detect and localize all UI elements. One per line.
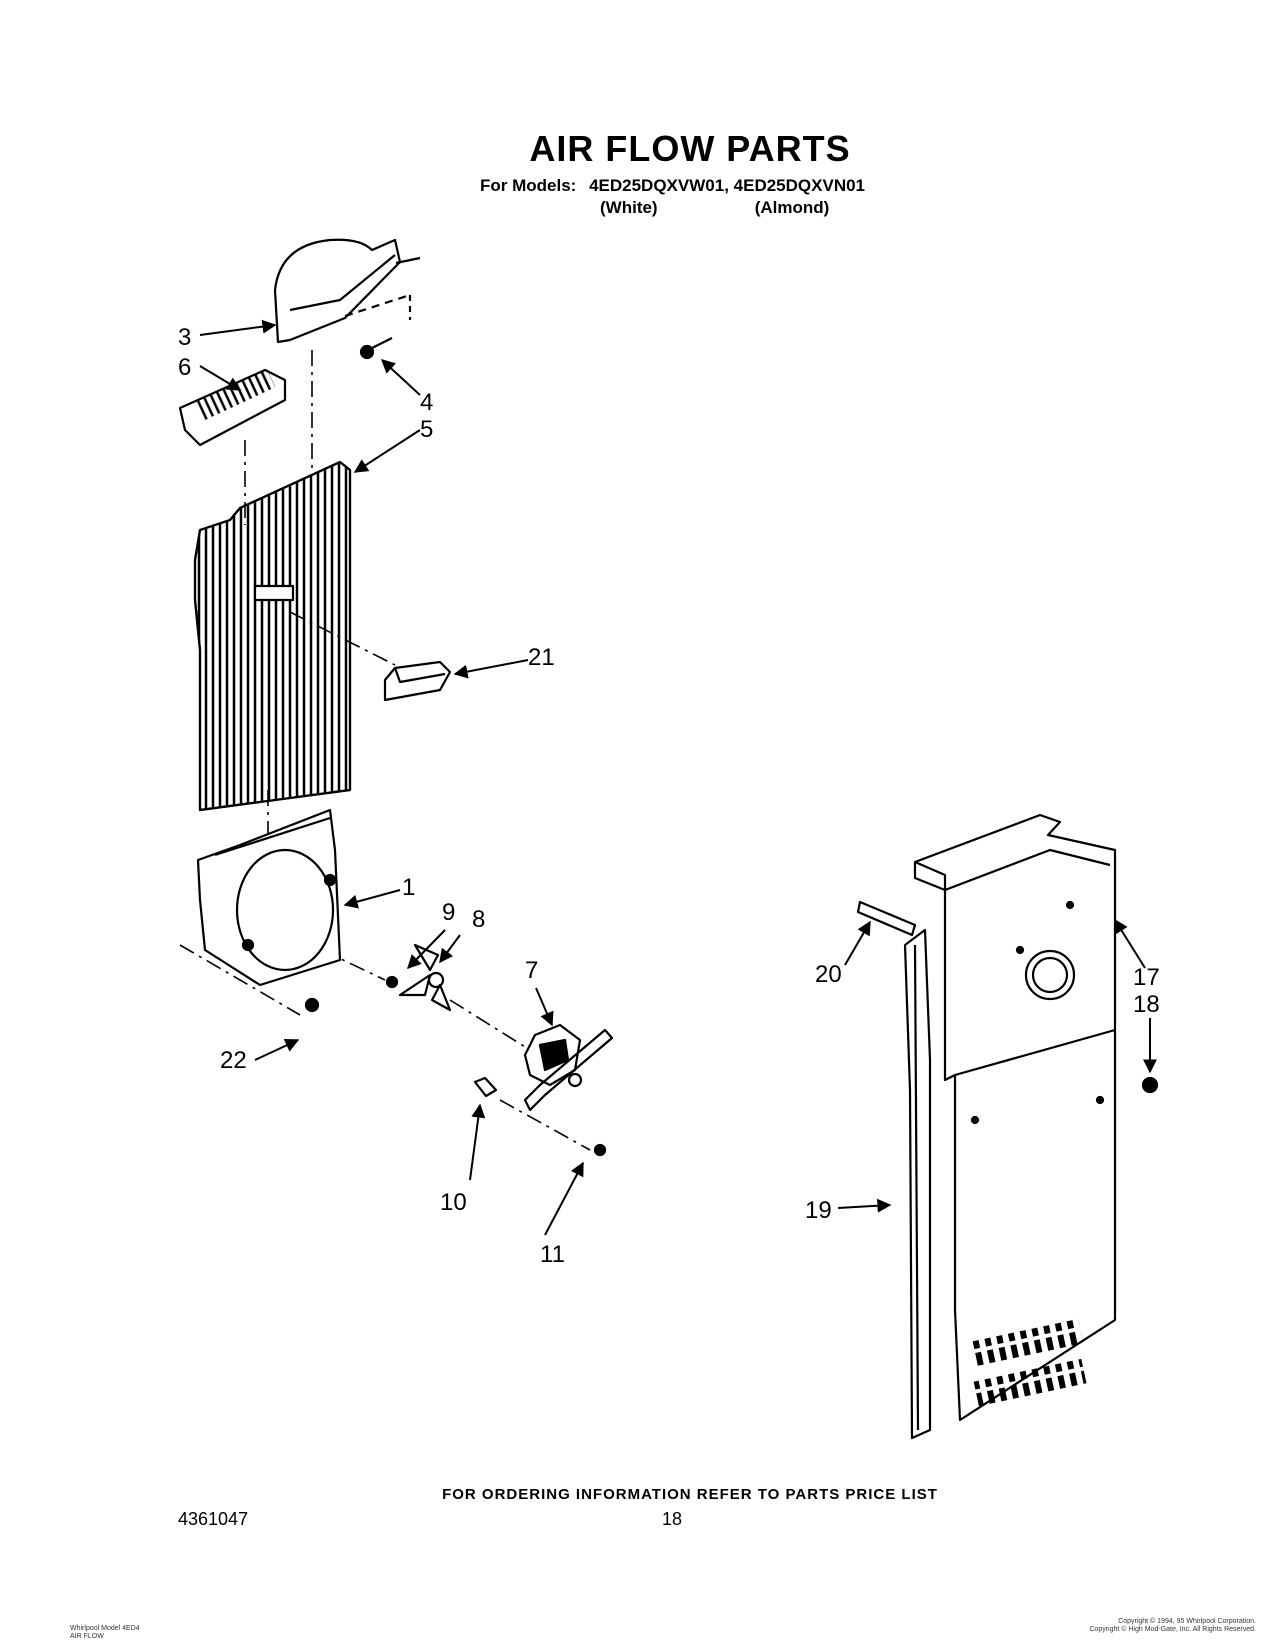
callout-1: 1 (402, 874, 415, 901)
callout-8: 8 (472, 906, 485, 933)
copyright-line-2: Copyright © High Mod-Gate, Inc. All Righ… (1089, 1626, 1256, 1633)
callout-7: 7 (525, 957, 538, 984)
fan-motor-part-7 (523, 1023, 614, 1112)
document-number: 4361047 (178, 1509, 249, 1529)
fan-blade-part-8 (385, 943, 452, 1012)
callout-21: 21 (528, 644, 555, 671)
page-title: AIR FLOW PARTS (529, 128, 851, 169)
grommet-part-10 (473, 1076, 498, 1098)
model-number-white: 4ED25DQXVW01, (589, 176, 729, 195)
callout-17: 17 (1133, 964, 1160, 991)
footer-source-line-1: Whirlpool Model 4ED4 (70, 1625, 140, 1632)
damper-part-21 (383, 660, 452, 702)
screw-part-4 (359, 337, 393, 360)
callout-20: 20 (815, 961, 842, 988)
callout-6: 6 (178, 354, 191, 381)
model-number-almond: 4ED25DQXVN01 (733, 176, 865, 195)
callout-5: 5 (420, 416, 433, 443)
color-white-label: (White) (600, 198, 658, 217)
callout-18: 18 (1133, 991, 1160, 1018)
page-number: 18 (662, 1509, 683, 1529)
model-colors: (White) (Almond) (600, 198, 829, 218)
color-almond-label: (Almond) (754, 198, 830, 217)
rear-panel-part-17 (913, 813, 1117, 1422)
copyright-line-1: Copyright © 1994, 95 Whirlpool Corporati… (1118, 1618, 1256, 1625)
models-label: For Models: (480, 176, 577, 195)
footer-source-note: Whirlpool Model 4ED4 AIR FLOW (70, 1625, 140, 1641)
air-duct-cap-part (273, 238, 421, 344)
screw-part-22 (304, 997, 320, 1013)
callout-10: 10 (440, 1189, 467, 1216)
footer-source-line-2: AIR FLOW (70, 1633, 104, 1640)
callout-22: 22 (220, 1047, 247, 1074)
model-list: For Models: 4ED25DQXVW01, 4ED25DQXVN01 (480, 176, 865, 196)
callout-4: 4 (420, 389, 433, 416)
gasket-part-20 (856, 900, 917, 937)
fan-shroud-part-1 (196, 808, 342, 987)
callout-11: 11 (540, 1241, 565, 1268)
evaporator-cover-part-5 (193, 460, 352, 812)
grille-part-6 (178, 368, 287, 447)
callout-19: 19 (805, 1197, 832, 1224)
ordering-note: FOR ORDERING INFORMATION REFER TO PARTS … (442, 1486, 938, 1503)
copyright-note: Copyright © 1994, 95 Whirlpool Corporati… (1089, 1618, 1256, 1634)
channel-part-19 (903, 928, 932, 1440)
callout-3: 3 (178, 324, 191, 351)
callout-9: 9 (442, 899, 455, 926)
screw-part-18 (1141, 1076, 1159, 1094)
screw-part-11 (593, 1143, 607, 1157)
